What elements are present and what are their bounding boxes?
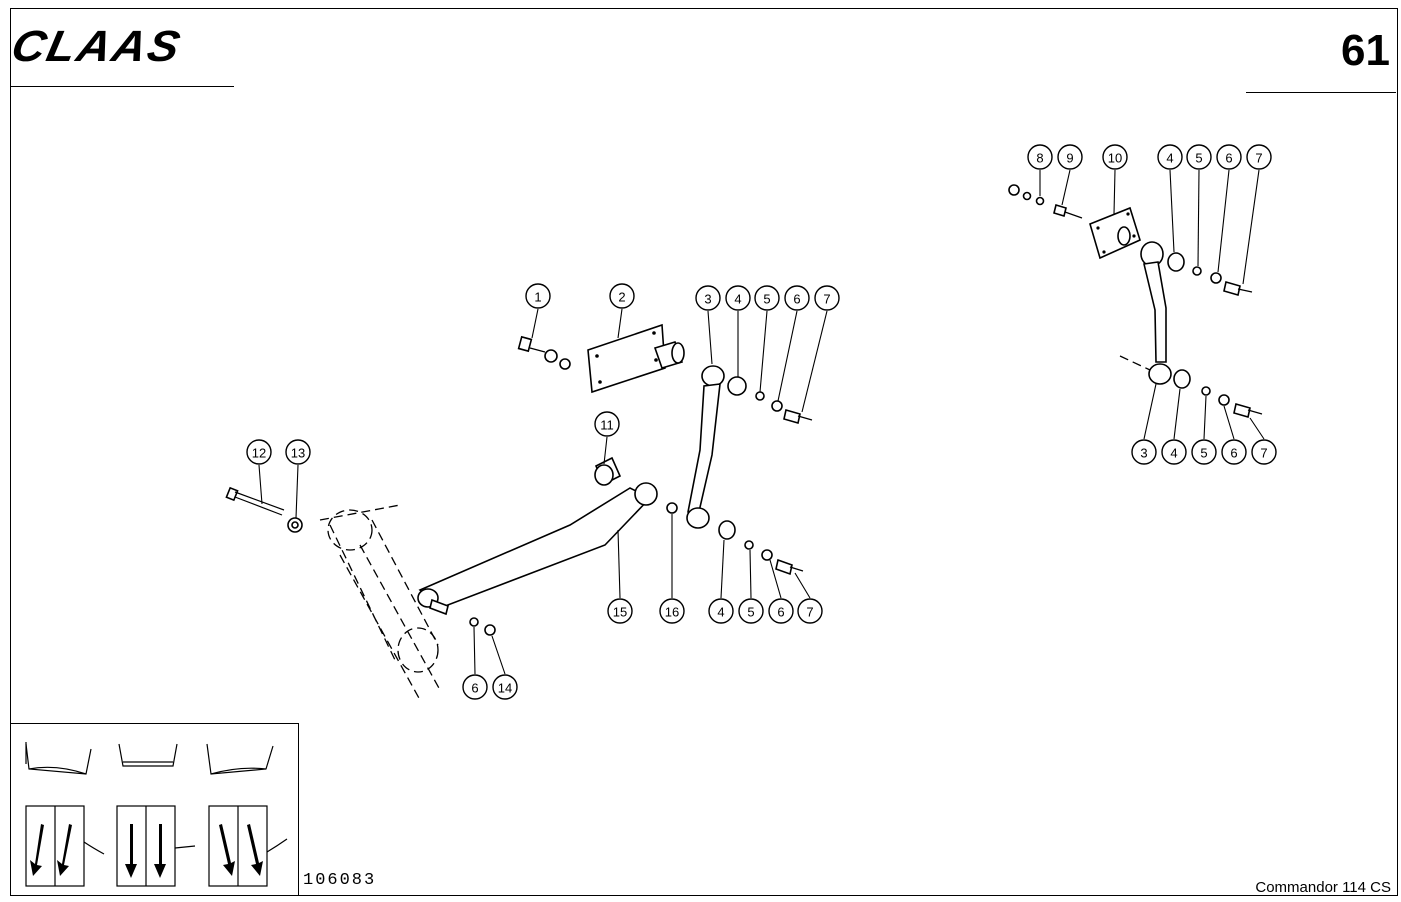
callout-right-top-0: 8 xyxy=(1027,144,1053,170)
callout-number: 7 xyxy=(1260,446,1267,461)
orientation-inset xyxy=(10,723,299,896)
callout-number: 4 xyxy=(1170,446,1177,461)
callout-main-6: 7 xyxy=(814,285,840,311)
callout-main-4: 5 xyxy=(754,285,780,311)
callout-right-top-6: 7 xyxy=(1246,144,1272,170)
logo-rule xyxy=(10,86,234,87)
callout-number: 6 xyxy=(777,605,784,620)
callout-number: 5 xyxy=(747,605,754,620)
callout-number: 5 xyxy=(1195,151,1202,166)
bracket-plate-part xyxy=(517,323,685,394)
lower-hardware-part xyxy=(469,502,804,636)
callout-main-8: 12 xyxy=(246,439,272,465)
main-leader-lines xyxy=(258,308,828,675)
callout-right-bottom-0: 3 xyxy=(1131,439,1157,465)
callout-main-7: 11 xyxy=(594,411,620,437)
callout-number: 15 xyxy=(613,605,627,620)
callout-right-bottom-4: 7 xyxy=(1251,439,1277,465)
callout-main-16: 6 xyxy=(462,674,488,700)
arrow-panel-2 xyxy=(116,805,196,887)
callout-right-top-4: 5 xyxy=(1186,144,1212,170)
callout-main-1: 2 xyxy=(609,283,635,309)
callout-number: 8 xyxy=(1036,151,1043,166)
document-number: 106083 xyxy=(303,871,377,890)
callout-number: 11 xyxy=(600,418,614,433)
callout-main-0: 1 xyxy=(525,283,551,309)
callout-number: 6 xyxy=(1225,151,1232,166)
reel-arm-ghost xyxy=(319,504,441,701)
trough-profile-3 xyxy=(206,743,274,775)
callout-right-top-2: 10 xyxy=(1102,144,1128,170)
callout-right-bottom-2: 5 xyxy=(1191,439,1217,465)
callout-main-11: 16 xyxy=(659,598,685,624)
callout-main-17: 14 xyxy=(492,674,518,700)
callout-number: 5 xyxy=(1200,446,1207,461)
callout-number: 1 xyxy=(534,290,541,305)
page-frame xyxy=(10,8,1398,896)
callout-main-2: 3 xyxy=(695,285,721,311)
callout-number: 7 xyxy=(1255,151,1262,166)
callout-right-bottom-1: 4 xyxy=(1161,439,1187,465)
callout-number: 10 xyxy=(1108,151,1122,166)
callout-number: 9 xyxy=(1066,151,1073,166)
callout-number: 6 xyxy=(1230,446,1237,461)
callout-number: 4 xyxy=(734,292,741,307)
callout-main-12: 4 xyxy=(708,598,734,624)
callout-main-14: 6 xyxy=(768,598,794,624)
callout-number: 3 xyxy=(1140,446,1147,461)
callout-number: 4 xyxy=(1166,151,1173,166)
callout-number: 7 xyxy=(806,605,813,620)
model-name: Commandor 114 CS xyxy=(1255,879,1391,896)
callout-main-5: 6 xyxy=(784,285,810,311)
arrow-panel-1 xyxy=(25,805,105,887)
callout-main-10: 15 xyxy=(607,598,633,624)
trough-profile-2 xyxy=(118,743,178,767)
callout-number: 13 xyxy=(291,446,305,461)
lever-arm-part xyxy=(417,482,658,616)
long-bolt-part xyxy=(225,486,303,533)
callout-number: 14 xyxy=(498,681,512,696)
inset-drawing xyxy=(25,742,288,887)
callout-main-13: 5 xyxy=(738,598,764,624)
callout-right-bottom-3: 6 xyxy=(1221,439,1247,465)
callout-right-top-5: 6 xyxy=(1216,144,1242,170)
callout-number: 4 xyxy=(717,605,724,620)
callout-number: 3 xyxy=(704,292,711,307)
bushing-part xyxy=(594,456,622,486)
callout-main-9: 13 xyxy=(285,439,311,465)
callout-number: 16 xyxy=(665,605,679,620)
arrow-panel-3 xyxy=(208,805,288,887)
callout-number: 5 xyxy=(763,292,770,307)
callout-number: 6 xyxy=(471,681,478,696)
callout-number: 2 xyxy=(618,290,625,305)
callout-main-3: 4 xyxy=(725,285,751,311)
callout-number: 7 xyxy=(823,292,830,307)
link-arm-upper-part xyxy=(686,365,813,529)
page-number-rule xyxy=(1246,92,1396,93)
callout-number: 12 xyxy=(252,446,266,461)
callout-right-top-1: 9 xyxy=(1057,144,1083,170)
callout-main-15: 7 xyxy=(797,598,823,624)
right-leader-lines xyxy=(1039,169,1265,440)
right-assembly-part xyxy=(1008,184,1263,419)
trough-profile-1 xyxy=(25,742,92,775)
callout-number: 6 xyxy=(793,292,800,307)
callout-right-top-3: 4 xyxy=(1157,144,1183,170)
page-number: 61 xyxy=(1341,26,1390,75)
